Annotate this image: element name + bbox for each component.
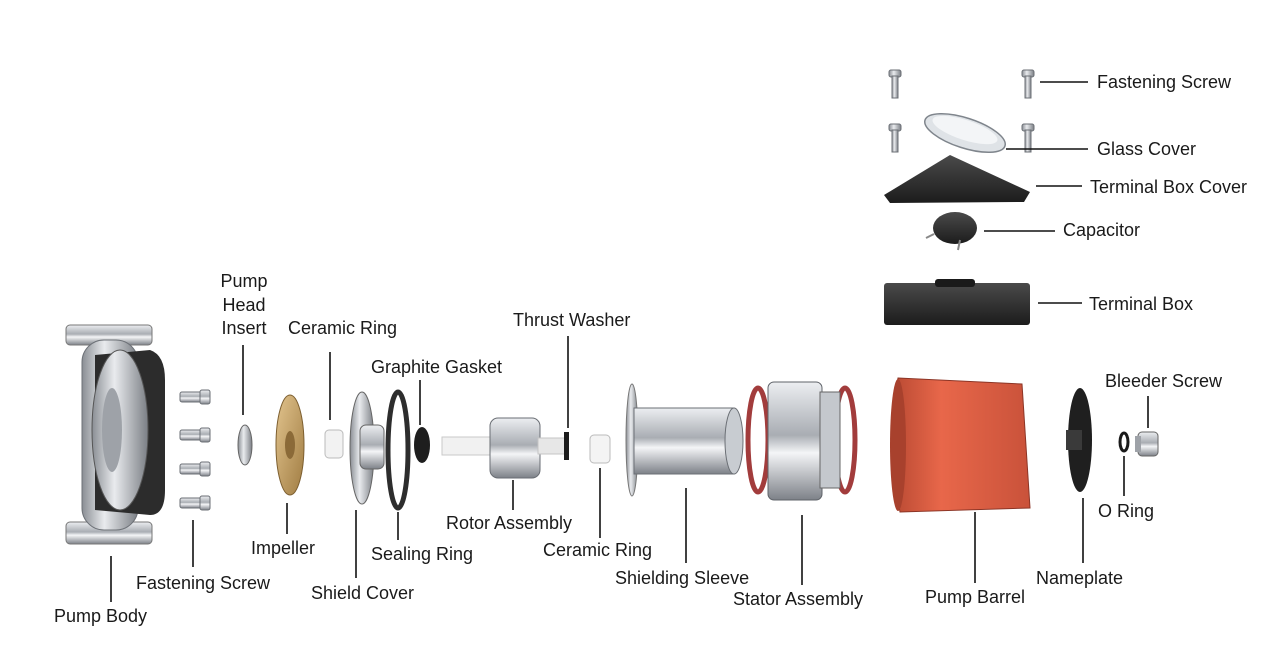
label-graphite-gasket: Graphite Gasket [371,357,503,377]
graphite-gasket [414,427,430,463]
label-pump-body: Pump Body [54,606,148,626]
ceramic-ring-small [324,429,344,459]
shielding-sleeve [625,383,744,497]
nameplate [1066,388,1092,492]
stator-assembly [745,381,858,501]
label-bleeder-screw: Bleeder Screw [1105,371,1223,391]
label-terminal-box: Terminal Box [1089,294,1194,314]
thrust-washer [564,432,569,460]
label-shielding-sleeve: Shielding Sleeve [615,568,750,588]
label-pump-barrel: Pump Barrel [925,587,1026,607]
shield-cover [349,391,385,505]
label-o-ring: O Ring [1098,501,1155,521]
label-ceramic-ring-top: Ceramic Ring [288,318,398,338]
label-pump-head-insert-line3: Insert [221,318,267,338]
o-ring [1118,431,1130,453]
label-thrust-washer: Thrust Washer [513,310,631,330]
label-stator-assembly: Stator Assembly [733,589,864,609]
rotor-assembly [441,417,567,479]
glass-cover [924,112,1006,154]
label-pump-head-insert-line1: Pump [220,271,268,291]
impeller [275,394,305,496]
pump-body [65,324,165,545]
fastening-screws-left [179,389,211,511]
label-pump-head-insert-line2: Head [222,295,266,315]
label-capacitor: Capacitor [1063,220,1141,240]
pump-barrel [890,377,1031,513]
label-nameplate: Nameplate [1036,568,1124,588]
capacitor [925,212,977,251]
ceramic-ring-bearing [589,434,611,464]
label-rotor-assembly: Rotor Assembly [446,513,573,533]
label-terminal-box-cover: Terminal Box Cover [1090,177,1248,197]
label-shield-cover: Shield Cover [311,583,415,603]
bleeder-screw [1135,431,1159,457]
label-ceramic-ring-bottom: Ceramic Ring [543,540,653,560]
fastening-screws-top [888,69,1035,153]
label-fastening-screw-bottom: Fastening Screw [136,573,271,593]
label-fastening-screw-top: Fastening Screw [1097,72,1232,92]
terminal-box-cover [884,155,1030,203]
leader-lines [110,81,1149,602]
label-impeller: Impeller [251,538,316,558]
sealing-ring [385,389,411,511]
pump-head-insert [237,424,253,466]
label-sealing-ring: Sealing Ring [371,544,474,564]
terminal-box [884,279,1030,325]
label-glass-cover: Glass Cover [1097,139,1197,159]
